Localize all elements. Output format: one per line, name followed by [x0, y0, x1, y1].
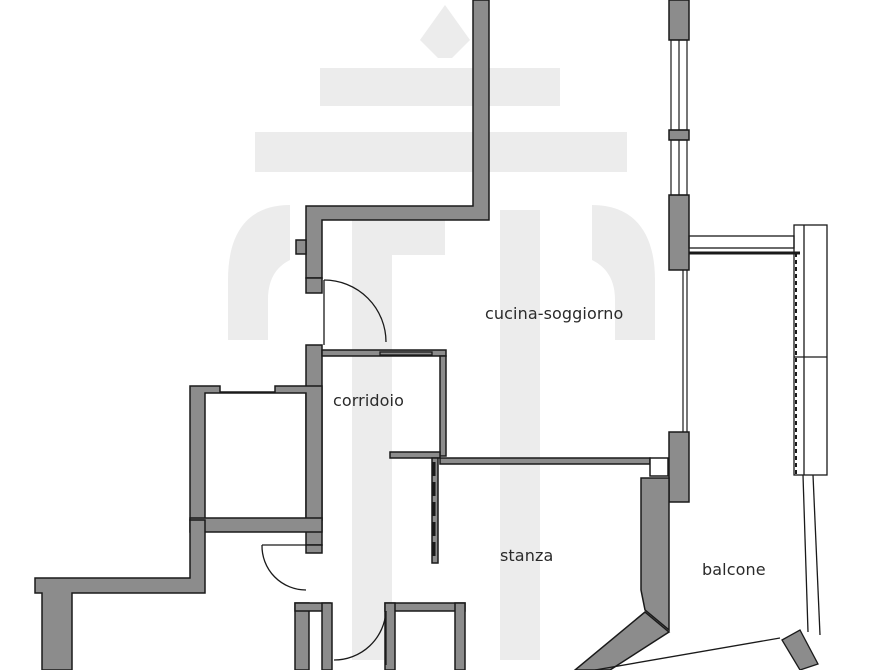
wall-kitchen-east-pier2: [668, 194, 690, 271]
balcony-outline: [594, 224, 828, 670]
wall-kitchen-east-top: [668, 0, 690, 41]
wall-kitchen-notch: [295, 239, 307, 255]
wall-lower-room-east: [384, 602, 396, 670]
walls: [34, 0, 690, 670]
wall-kitchen-east-lower: [668, 431, 690, 503]
watermark-left-arch: [228, 205, 290, 340]
wall-door-stub: [305, 544, 323, 554]
wall-lower-room-north2: [384, 602, 466, 612]
watermark-flame: [420, 5, 470, 58]
room-label-balcone: balcone: [702, 560, 766, 579]
wall-lower-room-west: [294, 602, 310, 670]
room-label-corridoio: corridoio: [333, 391, 404, 410]
watermark-left-pillar: [352, 210, 392, 660]
watermark-crossbar: [392, 215, 445, 255]
wall-lower-room-mid: [321, 602, 333, 670]
watermark-bar-middle: [255, 132, 627, 172]
wall-lower-room-far: [454, 602, 466, 670]
wall-stanza-east: [640, 477, 670, 632]
wall-corridor-north: [321, 349, 447, 357]
door-sliding-corridor: [379, 351, 433, 356]
balcony-corner: [781, 629, 819, 670]
wall-column: [649, 457, 669, 477]
wall-stanza-southeast: [573, 611, 671, 670]
wall-corridor-east: [439, 355, 447, 457]
room-label-cucina-soggiorno: cucina-soggiorno: [485, 304, 624, 323]
wall-kitchen-east-pier1: [668, 129, 690, 141]
room-label-stanza: stanza: [500, 546, 554, 565]
door-lower-swing: [333, 610, 387, 661]
wall-bathroom-south: [189, 517, 323, 533]
windows: [670, 39, 688, 432]
agency-logo-watermark: [228, 5, 655, 660]
wall-bathroom: [189, 385, 323, 521]
watermark-right-pillar: [500, 210, 540, 660]
watermark-bar-top: [320, 68, 560, 106]
doors: [261, 279, 436, 665]
wall-corridor-south: [389, 451, 441, 459]
wall-door-jamb: [305, 277, 323, 294]
wall-stanza-north: [439, 457, 651, 465]
balcony-railing-north: [688, 235, 795, 249]
balcony-railing-east: [793, 224, 828, 476]
door-kitchen-swing: [323, 279, 387, 343]
door-bath-swing: [261, 544, 307, 591]
wall-lower-west: [34, 519, 206, 670]
watermark-right-arch: [592, 205, 655, 340]
